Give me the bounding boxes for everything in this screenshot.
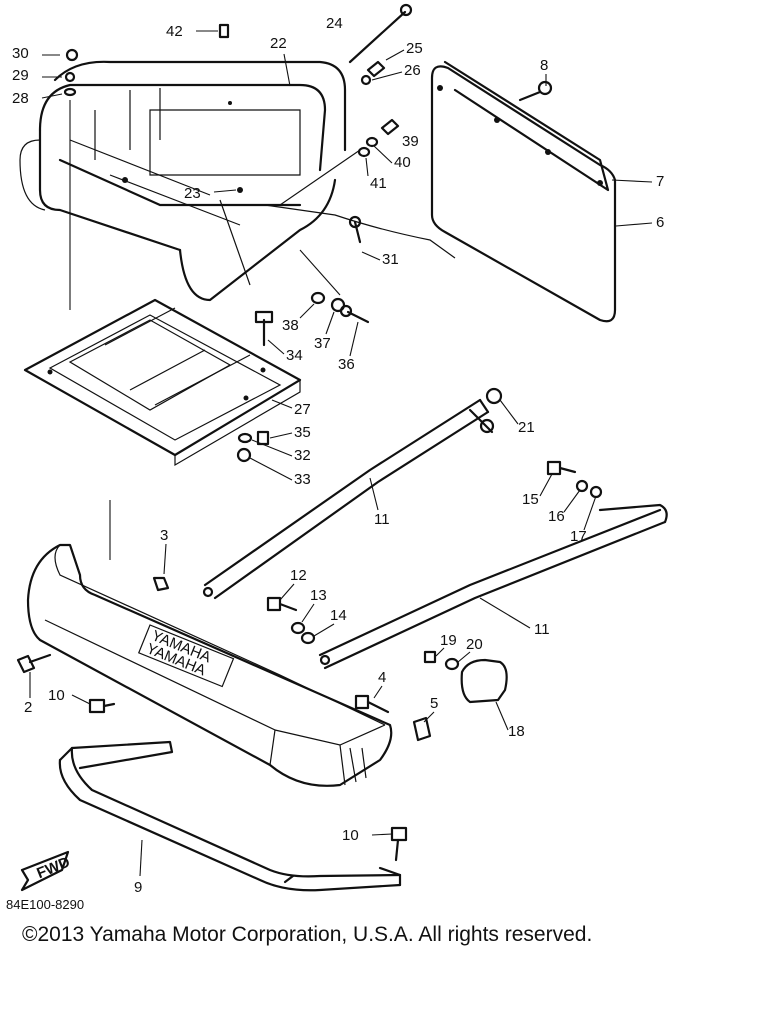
callout-22: 22: [270, 35, 287, 52]
callout-35: 35: [294, 424, 311, 441]
callout-39: 39: [402, 133, 419, 150]
callout-32: 32: [294, 447, 311, 464]
callout-6: 6: [656, 214, 664, 231]
lower-guard: [58, 740, 408, 892]
copyright-notice: ©2013 Yamaha Motor Corporation, U.S.A. A…: [22, 923, 593, 946]
callout-14: 14: [330, 607, 347, 624]
callout-23: 23: [184, 185, 201, 202]
callout-28: 28: [12, 90, 29, 107]
callout-3: 3: [160, 527, 168, 544]
rack-hardware: [236, 291, 370, 463]
callout-13: 13: [310, 587, 327, 604]
callout-10-lower: 10: [342, 827, 359, 844]
callout-27: 27: [294, 401, 311, 418]
callout-8: 8: [540, 57, 548, 74]
callout-26: 26: [404, 62, 421, 79]
callout-30: 30: [12, 45, 29, 62]
callout-34: 34: [286, 347, 303, 364]
bumper-hardware: [16, 653, 508, 742]
fwd-arrow: FWD: [20, 850, 73, 892]
svg-text:FWD: FWD: [34, 854, 72, 883]
callout-42: 42: [166, 23, 183, 40]
callout-7: 7: [656, 173, 664, 190]
callout-38: 38: [282, 317, 299, 334]
callout-25: 25: [406, 40, 423, 57]
stay-hardware: [266, 460, 603, 671]
callout-24: 24: [326, 15, 343, 32]
license-plate: [430, 60, 617, 323]
rear-rack: [19, 60, 456, 302]
callout-21: 21: [518, 419, 535, 436]
callout-11-lower: 11: [534, 621, 550, 638]
callout-33: 33: [294, 471, 311, 488]
callout-9: 9: [134, 879, 142, 896]
callout-18: 18: [508, 723, 525, 740]
callout-29: 29: [12, 67, 29, 84]
callout-4: 4: [378, 669, 386, 686]
callout-20: 20: [466, 636, 483, 653]
callout-36: 36: [338, 356, 355, 373]
callout-10-upper: 10: [48, 687, 65, 704]
callout-17: 17: [570, 528, 587, 545]
callout-31: 31: [382, 251, 399, 268]
bumper: YAMAHA YAMAHA: [26, 500, 393, 787]
plate-hardware: [348, 3, 553, 244]
callout-19: 19: [440, 632, 457, 649]
callouts: 30 29 28 42 22 24 25 26 8 39 40 41 23 7 …: [12, 15, 664, 896]
carrier-plate: [23, 298, 302, 467]
stays: [202, 387, 668, 670]
callout-16: 16: [548, 508, 565, 525]
callout-12: 12: [290, 567, 307, 584]
callout-40: 40: [394, 154, 411, 171]
callout-2: 2: [24, 699, 32, 716]
callout-15: 15: [522, 491, 539, 508]
callout-41: 41: [370, 175, 387, 192]
callout-5: 5: [430, 695, 438, 712]
callout-37: 37: [314, 335, 331, 352]
callout-11-upper: 11: [374, 511, 390, 528]
diagram-code: 84E100-8290: [6, 897, 85, 912]
